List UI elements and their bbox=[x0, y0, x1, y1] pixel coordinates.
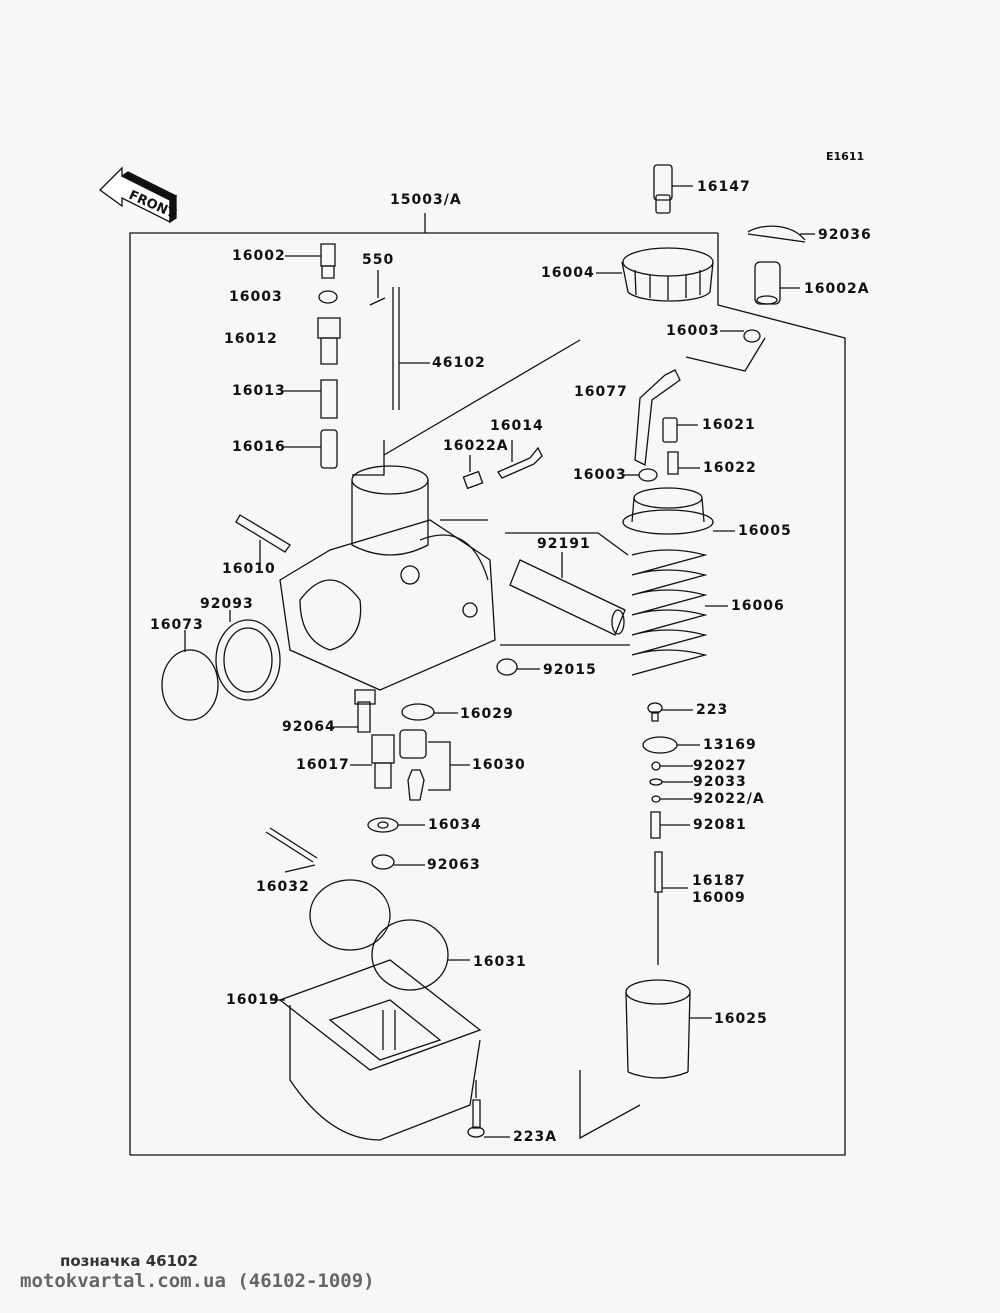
part-label-16010[interactable]: 16010 bbox=[222, 561, 276, 577]
footer-source: motokvartal.com.ua (46102-1009) bbox=[20, 1270, 375, 1292]
part-label-16077[interactable]: 16077 bbox=[574, 384, 628, 400]
part-label-16002[interactable]: 16002 bbox=[232, 248, 286, 264]
part-label-16034[interactable]: 16034 bbox=[428, 817, 482, 833]
part-label-16013[interactable]: 16013 bbox=[232, 383, 286, 399]
part-label-16022a[interactable]: 16022A bbox=[443, 438, 509, 454]
part-16031-float bbox=[310, 880, 470, 990]
part-223A-screw bbox=[468, 1080, 510, 1137]
assembly-label: 15003/A bbox=[390, 192, 462, 208]
part-label-16016[interactable]: 16016 bbox=[232, 439, 286, 455]
part-label-16019[interactable]: 16019 bbox=[226, 992, 280, 1008]
part-label-16003-left[interactable]: 16003 bbox=[229, 289, 283, 305]
part-92081-spring bbox=[651, 812, 690, 838]
part-label-16021[interactable]: 16021 bbox=[702, 417, 756, 433]
part-label-16029[interactable]: 16029 bbox=[460, 706, 514, 722]
part-16034-washer bbox=[368, 818, 425, 832]
part-label-16006[interactable]: 16006 bbox=[731, 598, 785, 614]
part-label-16003-top-right[interactable]: 16003 bbox=[666, 323, 720, 339]
part-label-16012[interactable]: 16012 bbox=[224, 331, 278, 347]
part-92027-92033-92022A-washers bbox=[650, 762, 693, 802]
part-16006-spring bbox=[632, 550, 728, 675]
part-label-16022[interactable]: 16022 bbox=[703, 460, 757, 476]
part-16147-throttle-cap-screw bbox=[654, 165, 693, 213]
front-arrow-icon: FRONT bbox=[100, 168, 178, 222]
part-label-92064[interactable]: 92064 bbox=[282, 719, 336, 735]
part-16014-16022A-screw bbox=[463, 440, 542, 488]
part-label-92063[interactable]: 92063 bbox=[427, 857, 481, 873]
part-223-screw bbox=[648, 703, 693, 721]
part-550-pin bbox=[370, 270, 385, 305]
part-label-16030[interactable]: 16030 bbox=[472, 757, 526, 773]
part-label-16032[interactable]: 16032 bbox=[256, 879, 310, 895]
part-label-92191[interactable]: 92191 bbox=[537, 536, 591, 552]
part-13169-plate bbox=[643, 737, 700, 753]
part-92064-16017-jets bbox=[332, 702, 394, 788]
part-16003-nut-top bbox=[686, 330, 765, 371]
part-label-16073[interactable]: 16073 bbox=[150, 617, 204, 633]
part-label-16003-mid-right[interactable]: 16003 bbox=[573, 467, 627, 483]
part-label-92093[interactable]: 92093 bbox=[200, 596, 254, 612]
part-16013-spring bbox=[283, 380, 337, 418]
footer-caption: позначка 46102 bbox=[60, 1252, 198, 1270]
part-label-13169[interactable]: 13169 bbox=[703, 737, 757, 753]
part-label-16147[interactable]: 16147 bbox=[697, 179, 751, 195]
part-label-16025[interactable]: 16025 bbox=[714, 1011, 768, 1027]
part-label-16187[interactable]: 16187 bbox=[692, 873, 746, 889]
part-label-223a[interactable]: 223A bbox=[513, 1129, 558, 1145]
part-label-16009[interactable]: 16009 bbox=[692, 890, 746, 906]
part-label-16005[interactable]: 16005 bbox=[738, 523, 792, 539]
part-label-16002a[interactable]: 16002A bbox=[804, 281, 870, 297]
part-16002A-cap bbox=[755, 262, 800, 304]
part-label-16004[interactable]: 16004 bbox=[541, 265, 595, 281]
part-16016-jet bbox=[283, 430, 337, 468]
part-label-92033[interactable]: 92033 bbox=[693, 774, 747, 790]
part-16025-throttle-valve bbox=[580, 980, 712, 1138]
part-16002-tube bbox=[285, 244, 335, 278]
part-label-92081[interactable]: 92081 bbox=[693, 817, 747, 833]
part-label-16014[interactable]: 16014 bbox=[490, 418, 544, 434]
part-16012-jet-holder bbox=[318, 318, 340, 364]
part-label-92022a[interactable]: 92022/A bbox=[693, 791, 765, 807]
part-label-46102[interactable]: 46102 bbox=[432, 355, 486, 371]
part-92063-plug bbox=[372, 855, 425, 869]
assembly-frame bbox=[130, 213, 845, 1155]
part-92036-clip bbox=[748, 226, 815, 242]
part-16010-screw bbox=[236, 515, 290, 565]
part-92015-nut bbox=[497, 659, 540, 675]
part-16005-slide-cap bbox=[623, 488, 735, 534]
part-92093-16073-bands bbox=[162, 610, 280, 720]
part-16032-pin bbox=[266, 828, 317, 872]
part-16021-16022-cable-adjuster bbox=[624, 370, 700, 481]
part-label-92036[interactable]: 92036 bbox=[818, 227, 872, 243]
part-label-223[interactable]: 223 bbox=[696, 702, 729, 718]
part-label-92015[interactable]: 92015 bbox=[543, 662, 597, 678]
carburetor-body bbox=[280, 340, 580, 704]
part-label-16017[interactable]: 16017 bbox=[296, 757, 350, 773]
part-16019-float-bowl bbox=[270, 960, 480, 1140]
part-16003-nut-left bbox=[319, 291, 337, 303]
part-label-550[interactable]: 550 bbox=[362, 252, 395, 268]
part-92191-tube bbox=[500, 533, 630, 645]
part-16029-16030-float-valve bbox=[400, 704, 470, 800]
part-16004-top-cap bbox=[596, 248, 713, 301]
diagram-code: E1611 bbox=[826, 150, 865, 163]
part-46102-needle-rod bbox=[393, 287, 430, 410]
part-label-92027[interactable]: 92027 bbox=[693, 758, 747, 774]
part-16187-16009-needle bbox=[655, 852, 688, 965]
part-label-16031[interactable]: 16031 bbox=[473, 954, 527, 970]
